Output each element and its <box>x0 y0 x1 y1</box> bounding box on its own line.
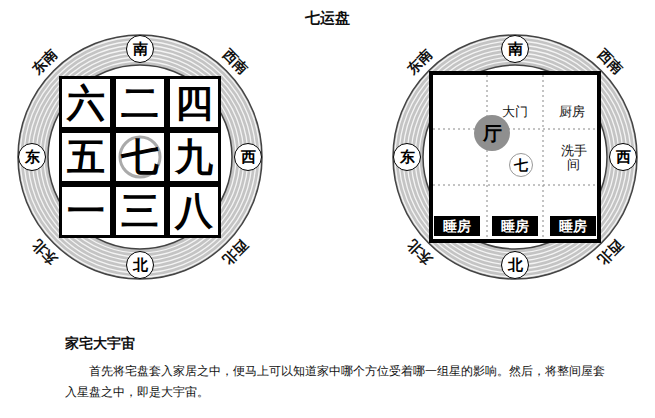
node-text: 西 <box>616 150 631 165</box>
node-text: 八 <box>175 192 213 230</box>
node-text: 东 <box>400 150 415 165</box>
flying-star-cell: 六 <box>59 76 113 130</box>
node-text: 二 <box>121 84 159 122</box>
centre-star-circle: 七 <box>509 153 533 177</box>
node-text: 睡房 <box>501 219 529 233</box>
grid-line <box>433 129 597 130</box>
flying-star-cell: 二 <box>113 76 167 130</box>
room-label: 大门 <box>502 105 528 119</box>
section-heading: 家宅大宇宙 <box>65 336 135 351</box>
node-text: 七 <box>121 138 159 176</box>
flying-star-cell: 三 <box>113 184 167 238</box>
direction-circle: 南 <box>126 35 154 63</box>
node-text: 东 <box>25 150 40 165</box>
room-label: 厨房 <box>559 105 585 119</box>
flying-star-cell: 八 <box>167 184 221 238</box>
direction-circle: 西 <box>234 143 262 171</box>
direction-circle: 东 <box>18 143 46 171</box>
node-text: 六 <box>67 84 105 122</box>
node-text: 九 <box>175 138 213 176</box>
bedroom-box: 睡房 <box>434 216 480 236</box>
grid-line <box>433 185 597 186</box>
node-text: 北 <box>133 258 148 273</box>
node-text: 睡房 <box>443 219 471 233</box>
direction-circle: 东 <box>393 143 421 171</box>
direction-circle: 北 <box>501 251 529 279</box>
node-text: 北 <box>508 258 523 273</box>
direction-circle: 西 <box>609 143 637 171</box>
node-text: 睡房 <box>559 219 587 233</box>
grid-line <box>487 75 488 239</box>
bedroom-box: 睡房 <box>550 216 596 236</box>
grid-ground <box>59 76 221 238</box>
hall-circle: 厅 <box>474 115 510 151</box>
node-text: 南 <box>508 42 523 57</box>
compass-ring <box>18 35 262 279</box>
node-text: 五 <box>67 138 105 176</box>
centre-circle <box>120 137 160 177</box>
bedroom-box: 睡房 <box>492 216 538 236</box>
flying-star-cell: 四 <box>167 76 221 130</box>
direction-circle: 北 <box>126 251 154 279</box>
node-text: 七 <box>514 158 528 172</box>
house-outline <box>431 73 599 241</box>
node-text: 厅 <box>483 124 502 143</box>
flying-star-cell: 七 <box>113 130 167 184</box>
body-paragraph: 首先将宅盘套入家居之中，便马上可以知道家中哪个方位受着哪一组星的影响。然后，将整… <box>65 361 610 403</box>
node-text: 西 <box>241 150 256 165</box>
node-text: 南 <box>133 42 148 57</box>
flying-star-cell: 九 <box>167 130 221 184</box>
flying-star-cell: 一 <box>59 184 113 238</box>
direction-circle: 南 <box>501 35 529 63</box>
grid-line <box>543 75 544 239</box>
node-text: 一 <box>67 192 105 230</box>
flying-star-cell: 五 <box>59 130 113 184</box>
node-text: 三 <box>121 192 159 230</box>
node-text: 四 <box>175 84 213 122</box>
room-label: 洗手间 <box>560 144 587 173</box>
compass-ring <box>393 35 637 279</box>
diagram-title: 七运盘 <box>305 10 350 27</box>
